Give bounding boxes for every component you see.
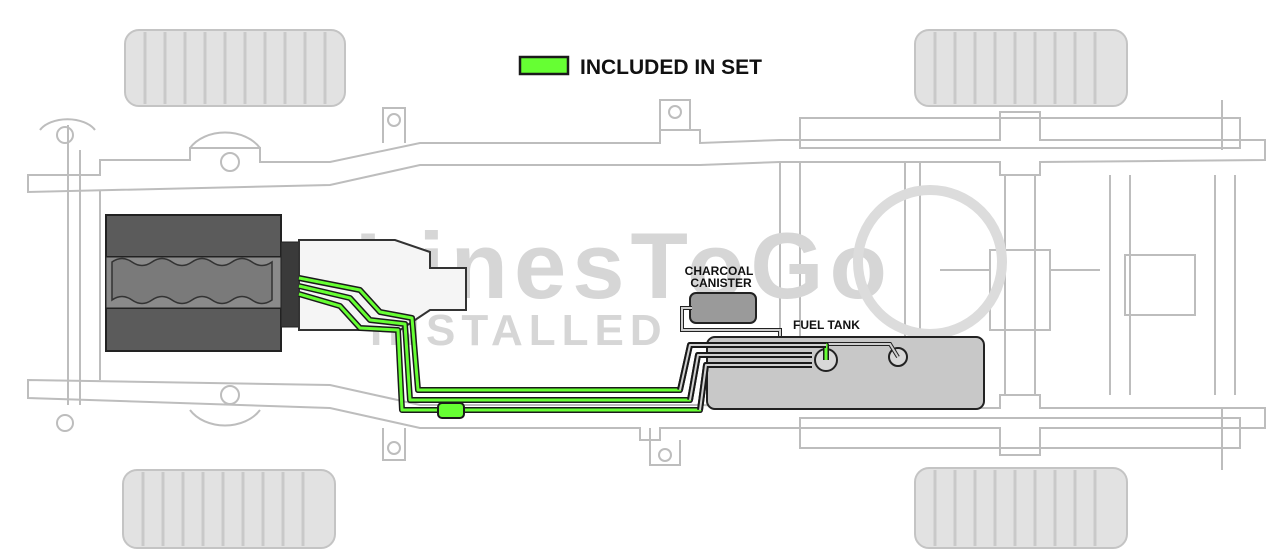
included-fuel-lines <box>298 275 829 413</box>
watermark-ring <box>853 185 1007 339</box>
canister-label-line1: CHARCOAL <box>685 264 754 278</box>
legend-swatch <box>518 55 570 76</box>
front-left-tire <box>124 29 346 107</box>
legend: INCLUDED IN SET <box>518 55 762 79</box>
chassis-frame <box>27 99 1266 470</box>
exhaust-manifold <box>111 257 273 305</box>
fuel-filter <box>437 402 465 419</box>
charcoal-canister <box>680 292 782 340</box>
watermark: LinesToGo INSTALLED <box>355 185 1007 355</box>
rear-right-tire <box>914 467 1128 549</box>
legend-label: INCLUDED IN SET <box>580 56 762 79</box>
front-right-tire <box>122 469 336 549</box>
rear-left-tire <box>914 29 1128 107</box>
engine <box>105 214 300 352</box>
canister-label-line2: CANISTER <box>690 276 752 290</box>
fuel-tank-label: FUEL TANK <box>793 318 860 332</box>
